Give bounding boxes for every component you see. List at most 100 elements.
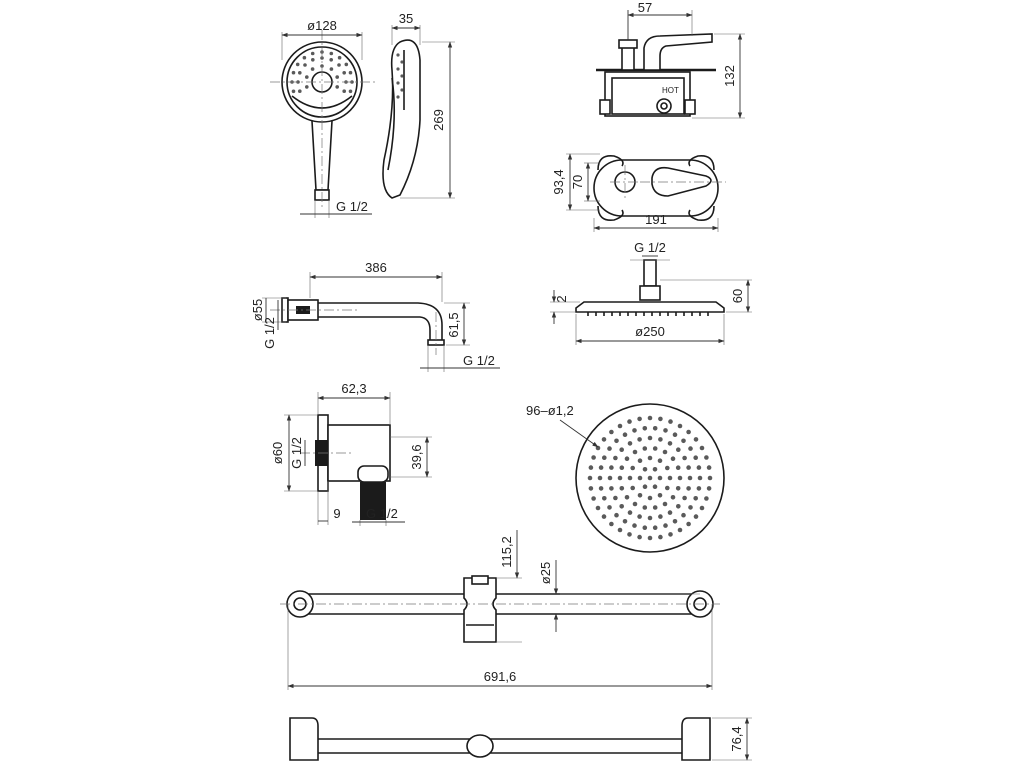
nozzle-dot bbox=[658, 514, 663, 519]
spray-dot bbox=[337, 55, 342, 60]
hand-shower-view: ø128 35 269 G 1/2 bbox=[270, 11, 455, 218]
mixer-offset-label: 57 bbox=[638, 0, 652, 15]
nozzle-dot bbox=[696, 465, 702, 470]
nozzle-dot bbox=[681, 512, 686, 518]
wall-outlet-view: 62,3 ø60 G 1/2 39,6 9 G 1/2 bbox=[270, 381, 432, 526]
nozzle-dot bbox=[658, 416, 663, 422]
nozzle-dot bbox=[699, 445, 705, 451]
spray-dot bbox=[329, 67, 334, 71]
nozzle-dot bbox=[647, 535, 653, 541]
nozzle-dot bbox=[637, 514, 642, 519]
spray-dot bbox=[305, 85, 309, 89]
outlet-dia-label: ø60 bbox=[270, 442, 285, 464]
nozzle-dot bbox=[617, 423, 623, 429]
arm-flange-dia-label: ø55 bbox=[250, 299, 265, 321]
outlet-thread-bottom-label: G 1/2 bbox=[366, 506, 398, 521]
spray-dot bbox=[298, 71, 302, 75]
nozzle-dot bbox=[619, 504, 624, 509]
nozzle-dot bbox=[686, 429, 691, 435]
spray-dot bbox=[396, 67, 400, 71]
nozzle-dot bbox=[647, 495, 653, 501]
nozzle-dot bbox=[668, 419, 673, 424]
rain-head-side-view: G 1/2 60 2 ø250 bbox=[550, 240, 752, 345]
nozzle-dot bbox=[622, 432, 628, 438]
nozzle-dot bbox=[613, 495, 618, 501]
mixer-plate-inner-label: 70 bbox=[570, 175, 585, 189]
mixer-elevation-view: HOT 57 132 bbox=[596, 0, 745, 119]
nozzle-dot bbox=[677, 527, 683, 533]
nozzle-dot bbox=[637, 475, 643, 481]
spray-dot bbox=[342, 71, 347, 75]
nozzle-dot bbox=[667, 510, 673, 515]
nozzle-dot bbox=[642, 446, 648, 451]
nozzle-dot bbox=[632, 428, 637, 433]
nozzle-dot bbox=[663, 428, 668, 433]
arm-length-label: 386 bbox=[365, 260, 387, 275]
spray-dot bbox=[396, 95, 400, 99]
spray-dot bbox=[302, 55, 307, 60]
nozzle-dot bbox=[657, 458, 663, 464]
nozzle-dot bbox=[662, 449, 668, 455]
nozzle-dot bbox=[704, 455, 709, 460]
nozzle-dot bbox=[686, 521, 691, 527]
nozzle-dot bbox=[693, 514, 699, 519]
nozzle-dot bbox=[688, 505, 693, 510]
nozzle-dot bbox=[632, 449, 638, 455]
spray-dot bbox=[329, 51, 334, 56]
nozzle-dot bbox=[699, 505, 705, 511]
mixer-width-label: 191 bbox=[645, 212, 667, 227]
nozzle-dot bbox=[697, 475, 703, 481]
spray-dot bbox=[348, 70, 353, 75]
nozzle-dot bbox=[609, 486, 614, 491]
spray-dot bbox=[348, 89, 353, 94]
nozzle-dot bbox=[686, 465, 691, 470]
spray-dot bbox=[337, 63, 341, 67]
spray-dot bbox=[335, 75, 340, 79]
spray-dot bbox=[291, 70, 296, 75]
outlet-height-label: 39,6 bbox=[409, 444, 424, 469]
spray-dot bbox=[344, 62, 349, 67]
nozzle-dot bbox=[658, 437, 663, 442]
nozzle-dot bbox=[668, 532, 673, 537]
spray-dot bbox=[400, 60, 404, 64]
nozzle-dot bbox=[686, 486, 691, 491]
spray-dot bbox=[329, 58, 334, 62]
arm-drop-label: 61,5 bbox=[446, 312, 461, 337]
nozzle-dot bbox=[637, 437, 642, 442]
hand-shower-length-label: 269 bbox=[431, 109, 446, 131]
rain-head-front-view: 96–ø1,2 bbox=[526, 403, 725, 553]
nozzle-dot bbox=[681, 438, 686, 444]
nozzle-dot bbox=[642, 467, 648, 472]
rain-head-diameter-label: ø250 bbox=[635, 324, 665, 339]
arm-thread-right-label: G 1/2 bbox=[463, 353, 495, 368]
shower-arm-view: 386 ø55 G 1/2 61,5 G 1/2 bbox=[250, 260, 500, 372]
nozzle-dot bbox=[637, 493, 643, 498]
nozzle-dot bbox=[652, 505, 658, 510]
spray-dot bbox=[396, 81, 400, 85]
nozzle-dot bbox=[595, 505, 601, 511]
nozzle-dot bbox=[632, 523, 637, 528]
nozzle-dot bbox=[609, 429, 614, 435]
nozzle-dot bbox=[672, 432, 678, 438]
nozzle-dot bbox=[601, 514, 607, 519]
nozzle-dot bbox=[591, 455, 596, 460]
spray-dot bbox=[311, 58, 315, 62]
nozzle-dot bbox=[670, 456, 676, 462]
nozzle-dot bbox=[677, 475, 683, 481]
nozzle-dot bbox=[675, 465, 681, 471]
slide-bar-top-view: 76,4 bbox=[289, 717, 752, 761]
holder-height-label: 115,2 bbox=[499, 536, 514, 568]
nozzle-dot bbox=[614, 512, 619, 518]
spray-dot bbox=[295, 62, 300, 67]
outlet-thread-label: G 1/2 bbox=[289, 437, 304, 469]
nozzle-dot bbox=[652, 484, 658, 490]
nozzle-dot bbox=[693, 455, 698, 461]
nozzle-dot bbox=[642, 505, 648, 510]
nozzle-dot bbox=[676, 447, 681, 453]
nozzle-dot bbox=[622, 519, 628, 524]
nozzle-dot bbox=[642, 484, 648, 490]
nozzle-dot bbox=[630, 485, 635, 491]
nozzle-dot bbox=[647, 475, 653, 481]
nozzle-dot bbox=[627, 441, 633, 446]
nozzle-dot bbox=[588, 465, 594, 470]
